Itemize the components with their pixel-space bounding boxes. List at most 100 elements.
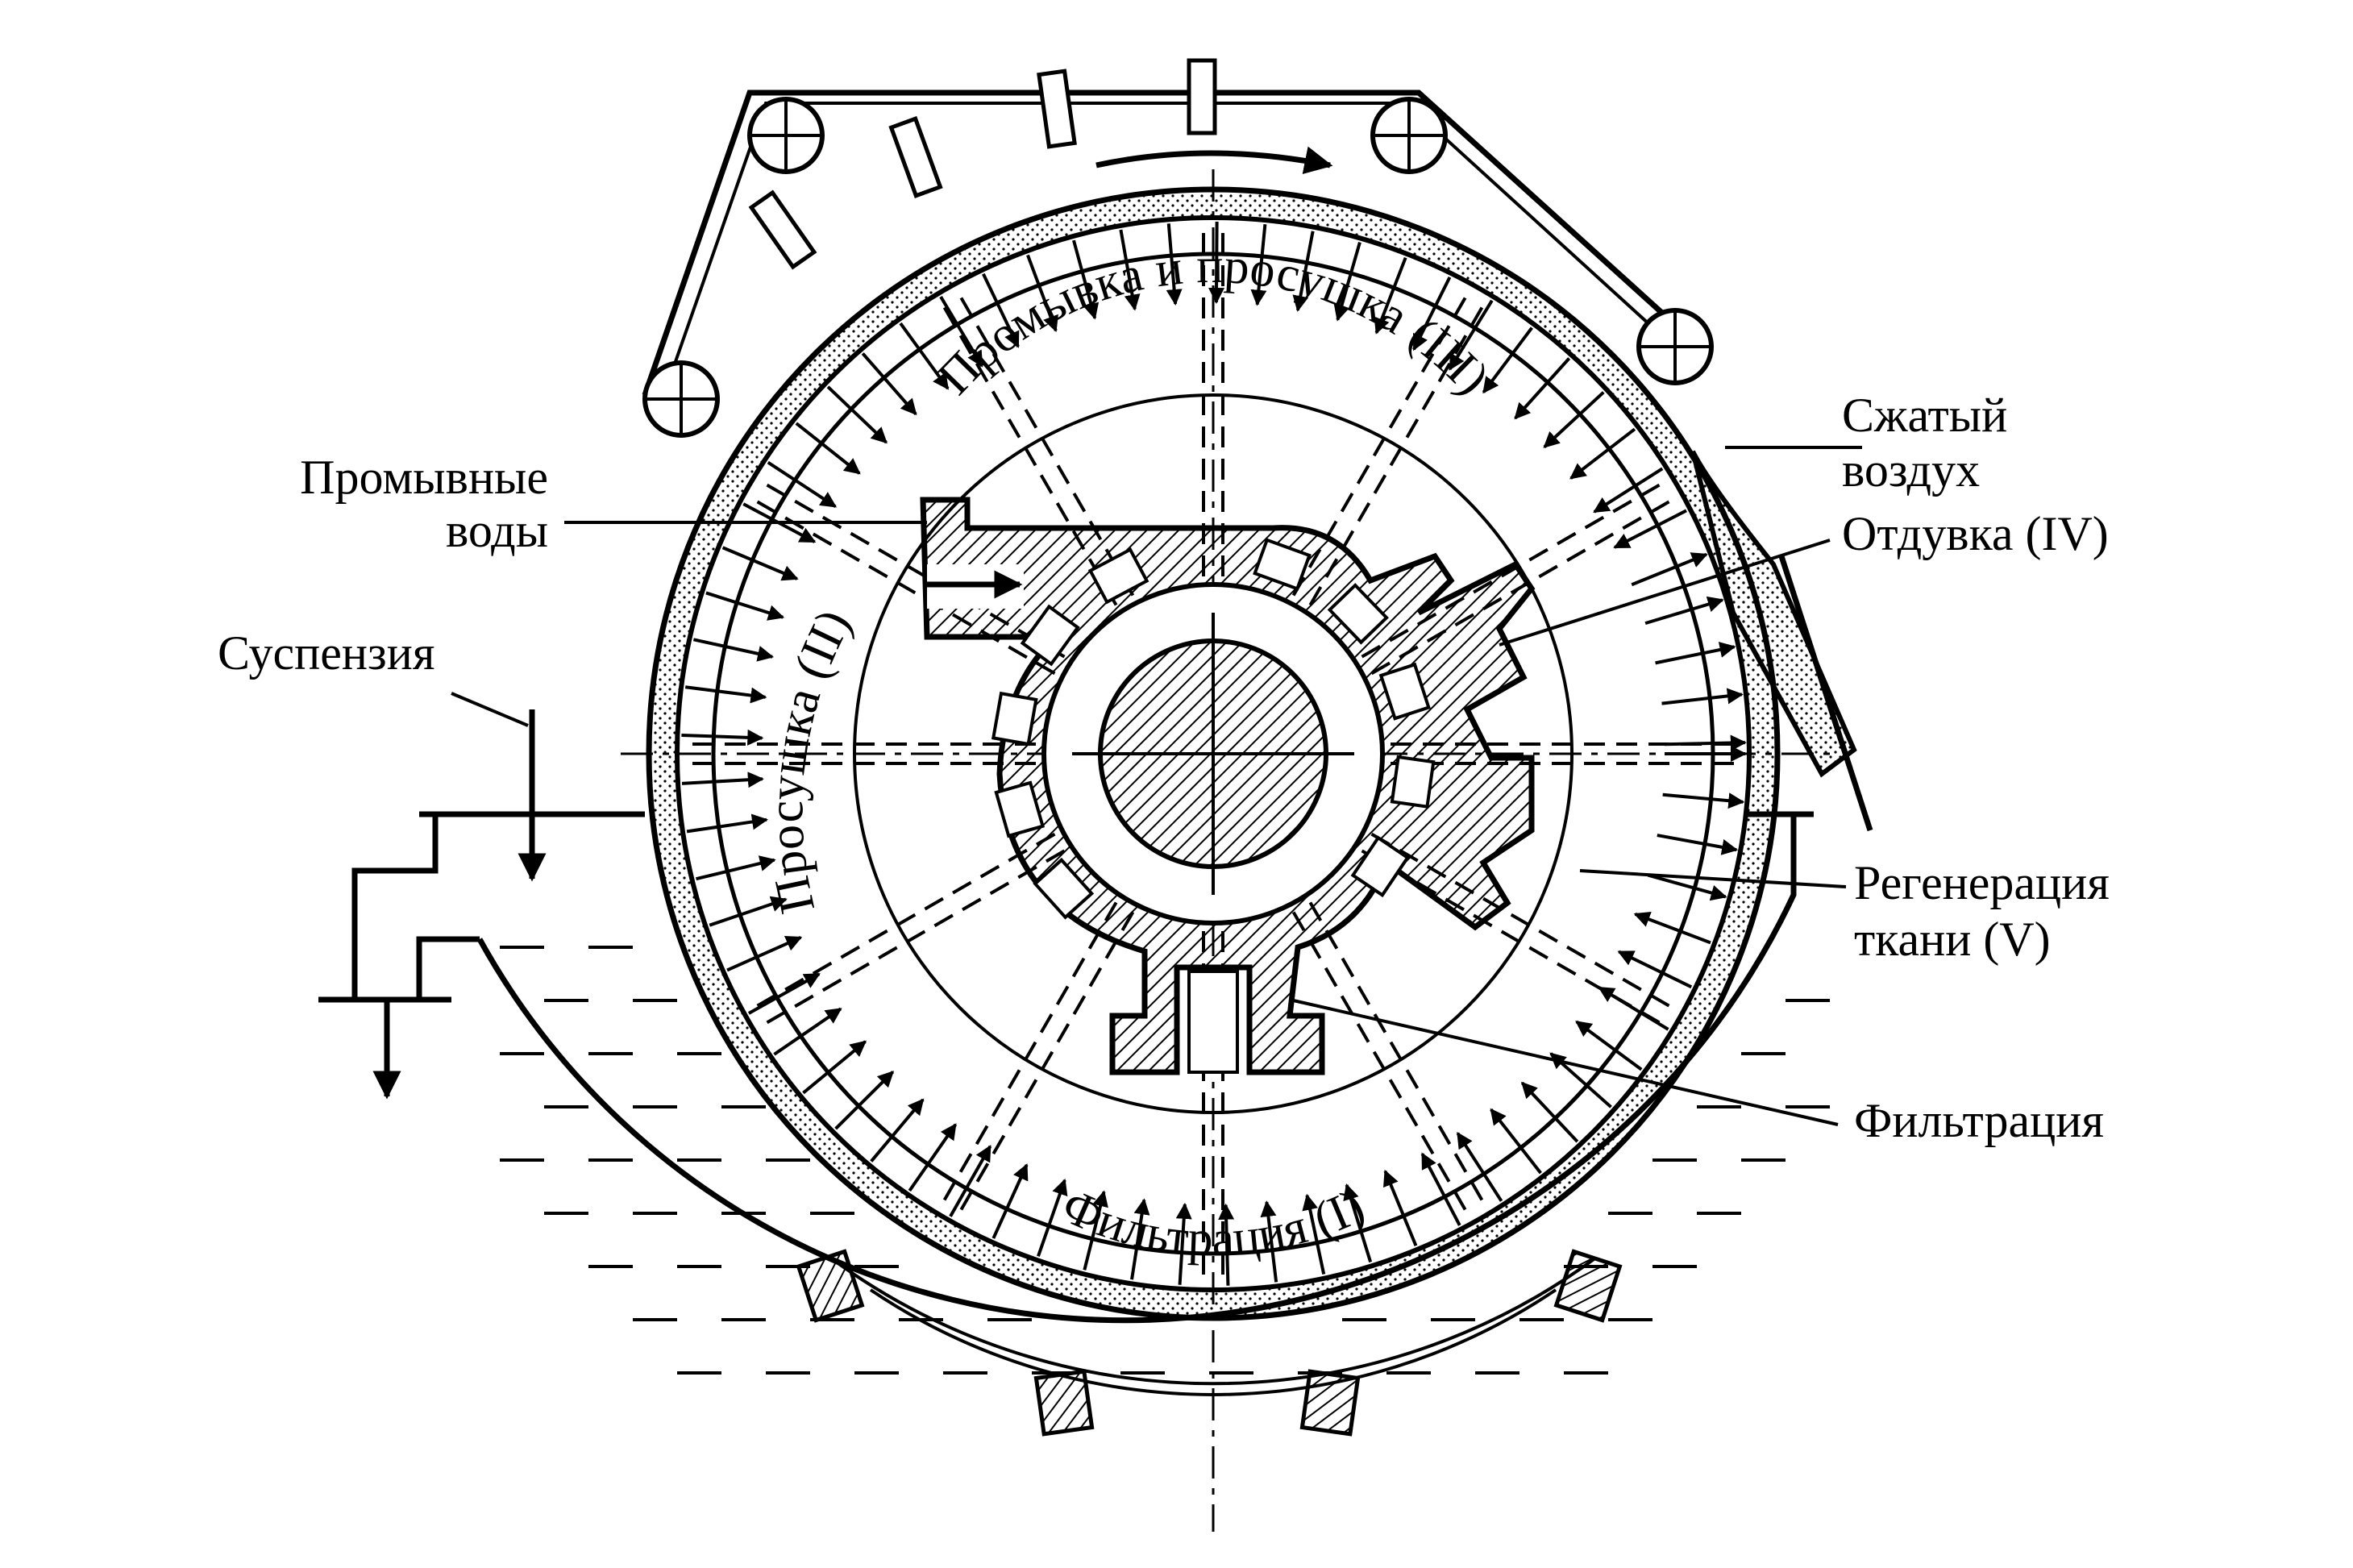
cell-partition	[1361, 849, 1667, 1028]
flow-arrow	[692, 638, 775, 662]
cell-partition	[759, 849, 1066, 1028]
flow-arrow	[721, 546, 799, 581]
flow-arrow	[1119, 229, 1141, 311]
port-window	[1390, 755, 1436, 809]
flow-arrow	[1374, 256, 1407, 335]
label-compressed-air-2: воздух	[1842, 443, 1980, 497]
cell-partition	[956, 290, 1135, 597]
label-wash-water-1: Промывные	[300, 451, 548, 504]
flow-arrow	[1644, 596, 1724, 626]
flow-arrow	[795, 422, 861, 475]
label-blowoff: Отдувка (IV)	[1842, 507, 2109, 560]
port-window	[991, 691, 1038, 747]
flow-arrow	[992, 1163, 1029, 1239]
flow-arrow	[1613, 509, 1687, 549]
cell-partition	[1291, 911, 1470, 1217]
flow-arrow	[773, 1007, 842, 1056]
cell-partition	[1370, 832, 1677, 1011]
flow-arrow	[1292, 231, 1315, 312]
cell-partition	[1308, 300, 1487, 606]
flow-arrow	[1593, 467, 1664, 514]
flow-arrow	[908, 1123, 958, 1192]
flow-arrow	[1482, 326, 1533, 394]
port-window	[1087, 547, 1149, 605]
label-suspension: Суспензия	[218, 626, 434, 680]
flow-arrow	[1026, 254, 1058, 332]
flow-arrow	[1208, 222, 1225, 305]
flow-arrow	[834, 1071, 895, 1130]
flow-arrow	[861, 352, 917, 416]
port-window	[1020, 604, 1080, 667]
flow-arrow	[949, 1145, 992, 1217]
flow-arrow	[1037, 1178, 1068, 1257]
feed-pipe	[318, 709, 547, 1100]
cell-partition	[750, 497, 1056, 676]
flow-arrows	[681, 222, 1747, 1286]
flow-arrow	[747, 972, 821, 1015]
flow-arrow	[1260, 1200, 1278, 1283]
flow-arrow	[1302, 1193, 1326, 1275]
flow-arrow	[684, 685, 767, 704]
label-filtration: Фильтрация	[1854, 1094, 2104, 1147]
flow-arrow	[1647, 873, 1727, 901]
port-window	[1253, 538, 1312, 591]
flow-arrow	[1655, 642, 1736, 665]
flow-arrow	[1569, 427, 1636, 480]
label-regeneration-1: Регенерация	[1854, 856, 2110, 909]
flow-arrow	[1514, 357, 1571, 420]
flow-arrow	[1520, 1081, 1579, 1143]
port-window	[1327, 583, 1389, 645]
cell-partitions	[685, 226, 1741, 1282]
label-compressed-air-1: Сжатый	[1842, 389, 2007, 442]
flow-arrow	[1420, 1152, 1461, 1226]
flow-arrow	[1083, 1190, 1108, 1271]
flow-arrow	[1333, 242, 1361, 322]
flow-arrow	[1448, 299, 1494, 371]
leader-lines	[451, 446, 1862, 1126]
port-window	[1350, 835, 1410, 898]
label-regeneration-2: ткани (V)	[1854, 913, 2051, 966]
port-window	[1378, 662, 1431, 721]
flow-arrow	[1633, 911, 1711, 945]
label-wash-water-2: воды	[446, 504, 548, 557]
flow-arrow	[1072, 239, 1100, 320]
flow-arrow	[1130, 1198, 1150, 1280]
flow-arrow	[705, 591, 785, 621]
conveyor	[642, 58, 1714, 438]
flow-arrow	[939, 296, 983, 368]
port-window	[994, 780, 1046, 838]
flow-arrow	[1490, 1108, 1542, 1175]
flow-arrow	[870, 1098, 925, 1162]
flow-arrow	[1662, 792, 1745, 809]
flow-arrow	[767, 460, 838, 509]
flow-arrow	[1631, 552, 1708, 587]
flow-arrow	[1456, 1132, 1503, 1202]
flow-arrow	[1218, 1203, 1235, 1286]
flow-arrow	[1661, 688, 1744, 705]
cell-partition	[759, 480, 1066, 659]
flow-arrow	[1343, 1183, 1373, 1263]
flow-arrow	[1166, 223, 1183, 306]
flow-arrow	[802, 1040, 867, 1095]
flow-arrow	[1617, 950, 1693, 989]
port-window	[1033, 857, 1095, 920]
distribution-head	[920, 497, 1536, 1075]
flow-arrow	[1412, 276, 1452, 351]
flow-arrow	[726, 935, 803, 972]
flow-arrow	[1175, 1202, 1192, 1285]
flow-arrow	[899, 322, 950, 390]
flow-arrow	[709, 896, 788, 927]
flow-arrow	[686, 813, 768, 834]
flow-arrow	[1250, 223, 1267, 306]
flow-arrow	[826, 385, 888, 444]
flow-arrow	[1657, 834, 1739, 855]
scraper-knife	[1690, 450, 1873, 832]
distribution-ports	[991, 538, 1436, 920]
flow-arrow	[681, 729, 764, 746]
flow-arrow	[1575, 1020, 1643, 1071]
cell-partition	[1308, 901, 1487, 1208]
cell-partition	[1291, 290, 1470, 597]
flow-arrow	[696, 855, 776, 881]
cell-partition	[750, 832, 1056, 1011]
